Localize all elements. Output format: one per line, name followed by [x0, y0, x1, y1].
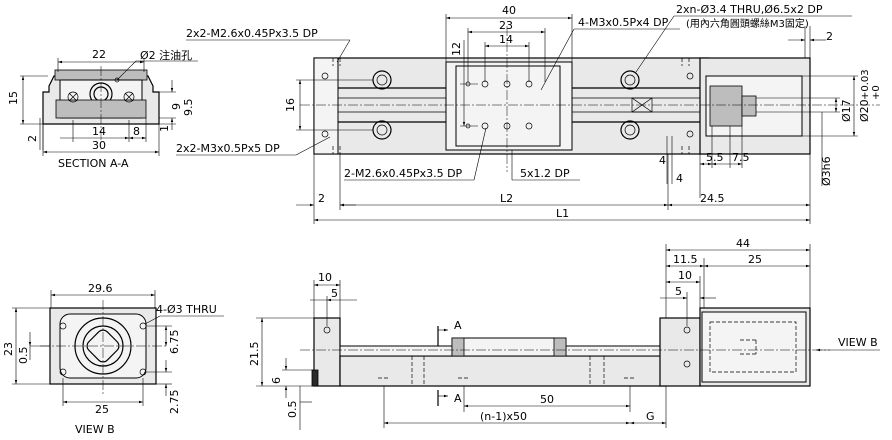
tv-note-thru-1: 2xn-Ø3.4 THRU,Ø6.5x2 DP [676, 3, 823, 16]
tv-note-m26-bottom: 2-M2.6x0.45Px3.5 DP [344, 167, 463, 180]
tv-dim-5-5: 5.5 [706, 151, 724, 164]
sa-dim-8: 8 [133, 125, 140, 138]
tv-note-5x1-2: 5x1.2 DP [520, 167, 570, 180]
tv-dim-3h6: Ø3h6 [820, 156, 833, 186]
sa-oil-hole-label: Ø2 注油孔 [140, 48, 192, 62]
sv-dim-25: 25 [748, 253, 762, 266]
tv-note-m3-bottom: 2x2-M3x0.5Px5 DP [176, 142, 280, 155]
sa-dim-2: 2 [26, 135, 39, 142]
tv-note-m26-top: 2x2-M2.6x0.45Px3.5 DP [186, 27, 318, 40]
sv-dim-21-5: 21.5 [248, 342, 261, 367]
sv-dim-n50: (n-1)x50 [480, 410, 527, 423]
sv-dim-0-5: 0.5 [286, 401, 299, 419]
sa-dim-1: 1 [158, 125, 171, 132]
vb-dim-0-5: 0.5 [17, 347, 30, 365]
tv-note-m3-4: 4-M3x0.5Px4 DP [578, 16, 669, 29]
tv-dim-7-5: 7.5 [732, 151, 750, 164]
tv-dim-14: 14 [499, 33, 513, 46]
tv-dim-L2: L2 [500, 192, 513, 205]
tv-dim-12: 12 [450, 42, 463, 56]
side-view [256, 244, 880, 430]
sa-dim-22: 22 [92, 48, 106, 61]
vb-dim-29-6: 29.6 [88, 282, 113, 295]
tv-dim-L1: L1 [556, 207, 569, 220]
section-aa [20, 58, 198, 156]
sa-dim-9-5: 9.5 [182, 99, 195, 117]
sa-dim-30: 30 [92, 139, 106, 152]
tv-dim-2-right: 2 [826, 30, 833, 43]
sa-dim-9: 9 [170, 103, 183, 110]
sv-dim-5: 5 [331, 287, 338, 300]
tv-dim-40: 40 [502, 4, 516, 17]
sv-dim-G: G [646, 410, 655, 423]
tv-dim-23: 23 [499, 19, 513, 32]
tv-tol-20-lo: +0 [871, 85, 882, 100]
sv-dim-50: 50 [540, 393, 554, 406]
sv-dim-5r: 5 [675, 285, 682, 298]
sv-label-a-bottom: A [454, 392, 462, 405]
vb-dim-6-75: 6.75 [168, 330, 181, 355]
sv-dim-6: 6 [270, 377, 283, 384]
tv-dim-17: Ø17 [840, 99, 853, 122]
tv-dim-20: Ø20 [858, 99, 871, 122]
tv-dim-16: 16 [284, 98, 297, 112]
sv-dim-44: 44 [736, 237, 750, 250]
tv-note-thru-2: (用內六角圓頭螺絲M3固定) [686, 17, 809, 30]
sa-title: SECTION A-A [58, 157, 129, 170]
vb-title: VIEW B [75, 423, 115, 436]
tv-tol-20-hi: +0.03 [860, 69, 871, 100]
sa-dim-14: 14 [92, 125, 106, 138]
tv-dim-24-5: 24.5 [700, 192, 725, 205]
vb-dim-25: 25 [95, 403, 109, 416]
tv-dim-4a: 4 [659, 154, 666, 167]
sv-dim-10r: 10 [678, 269, 692, 282]
vb-dim-23: 23 [2, 342, 15, 356]
sa-dim-15: 15 [7, 91, 20, 105]
top-view [176, 14, 880, 224]
sv-dim-11-5: 11.5 [673, 253, 698, 266]
vb-note-thru: 4-Ø3 THRU [156, 303, 217, 316]
tv-dim-2-left: 2 [318, 192, 325, 205]
sv-dim-10: 10 [318, 271, 332, 284]
sv-view-b: VIEW B [838, 336, 878, 349]
tv-dim-4b: 4 [676, 172, 683, 185]
sv-label-a-top: A [454, 319, 462, 332]
view-b-left [12, 290, 224, 406]
vb-dim-2-75: 2.75 [168, 390, 181, 415]
